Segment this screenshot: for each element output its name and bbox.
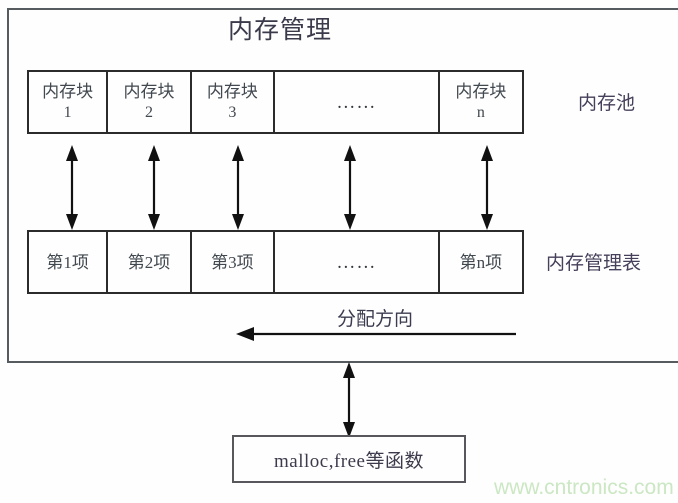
table-entry-cell-3-label: 第3项 [211,252,254,272]
table-entry-cell-n: 第n项 [440,232,522,292]
memory-block-cell-2-index: 2 [145,104,154,121]
memory-block-cell-1: 内存块 1 [29,72,109,132]
table-entry-cell-ellipsis: …… [275,232,440,292]
table-entry-cell-n-label: 第n项 [459,252,503,272]
memory-pool-row: 内存块 1 内存块 2 内存块 3 …… 内存块 n [27,70,524,134]
function-box-label: malloc,free等函数 [274,450,424,472]
function-box: malloc,free等函数 [232,435,466,483]
link-arrow-4 [344,145,356,230]
link-arrow-2 [148,145,160,230]
memory-block-cell-n-title: 内存块 [455,82,507,101]
memory-block-cell-3-index: 3 [228,104,237,121]
link-arrow-1 [66,145,78,230]
function-link-arrow [343,362,355,438]
table-entry-ellipsis-text: …… [336,251,377,273]
memory-block-cell-n-index: n [476,104,485,121]
memory-block-cell-2: 内存块 2 [108,72,192,132]
memory-block-cell-3: 内存块 3 [192,72,276,132]
memory-block-ellipsis-text: …… [336,91,377,113]
memory-block-cell-1-title: 内存块 [42,82,94,101]
memory-management-container [7,8,678,363]
table-entry-cell-2: 第2项 [108,232,192,292]
watermark: www.cntronics.com [494,476,674,499]
memory-block-cell-2-title: 内存块 [123,82,175,101]
table-entry-cell-3: 第3项 [192,232,276,292]
memory-block-cell-3-title: 内存块 [206,82,258,101]
memory-pool-label: 内存池 [578,93,636,114]
memory-block-cell-1-index: 1 [63,104,72,121]
memory-table-label: 内存管理表 [546,253,642,274]
page-title: 内存管理 [227,17,332,44]
memory-block-cell-n: 内存块 n [440,72,522,132]
allocation-direction-label: 分配方向 [336,309,413,330]
table-entry-cell-1-label: 第1项 [46,252,89,272]
link-arrow-5 [481,145,493,230]
link-arrow-3 [232,145,244,230]
memory-table-row: 第1项 第2项 第3项 …… 第n项 [27,230,524,294]
allocation-direction-arrow-icon [236,327,516,341]
table-entry-cell-1: 第1项 [29,232,109,292]
memory-block-cell-ellipsis: …… [275,72,440,132]
table-entry-cell-2-label: 第2项 [127,252,171,272]
